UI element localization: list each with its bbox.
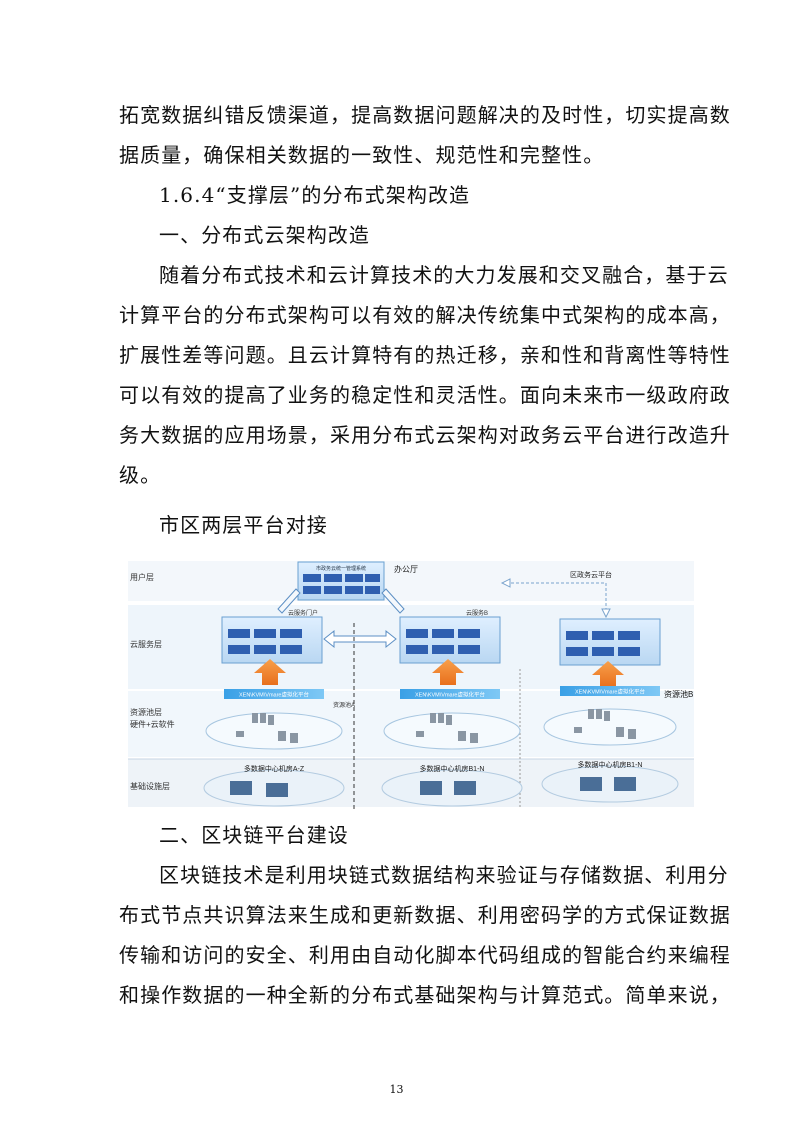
- datacenter-b: 多数据中心机房B1-N: [381, 764, 523, 807]
- pool-label: 资源池A: [333, 701, 355, 709]
- cloud-service-box-a: [221, 616, 323, 664]
- text-line: 级。: [119, 463, 162, 487]
- text-line: 扩展性差等问题。且云计算特有的热迁移，亲和性和背离性等特性: [119, 343, 731, 367]
- virt-label: XEN\KVM\Vmare虚拟化平台: [239, 691, 309, 699]
- cloud-label: 云服务B: [466, 609, 488, 617]
- architecture-diagram: 用户层 云服务层 资源池层 硬件+云软件 基础设施层 市政务云统一管理系统 办公…: [128, 553, 694, 809]
- datacenter-label: 多数据中心机房B1-N: [420, 764, 485, 773]
- text-line: 布式节点共识算法来生成和更新数据、利用密码学的方式保证数据: [119, 903, 731, 927]
- text-line: 随着分布式技术和云计算技术的大力发展和交叉融合，基于云: [159, 263, 729, 287]
- cloud-service-box-b: [399, 616, 501, 664]
- pool-label: 资源池B: [664, 689, 693, 699]
- layer-label: 云服务层: [130, 639, 162, 649]
- figure-caption: 市区两层平台对接: [159, 513, 328, 537]
- layer-label: 用户层: [130, 572, 154, 582]
- text-line: 传输和访问的安全、利用由自动化脚本代码组成的智能合约来编程: [119, 943, 731, 967]
- text-line: 计算平台的分布式架构可以有效的解决传统集中式架构的成本高，: [119, 303, 731, 327]
- datacenter-label: 多数据中心机房A-Z: [244, 764, 305, 773]
- text-line: 可以有效的提高了业务的稳定性和灵活性。面向未来市一级政府政: [119, 383, 731, 407]
- top-title: 市政务云统一管理系统: [316, 565, 366, 572]
- layer-label: 硬件+云软件: [130, 719, 175, 729]
- subsection-heading: 二、区块链平台建设: [159, 823, 349, 847]
- page-number: 13: [389, 1083, 404, 1096]
- architecture-diagram-svg: 用户层 云服务层 资源池层 硬件+云软件 基础设施层 市政务云统一管理系统 办公…: [128, 553, 694, 809]
- district-platform-label: 区政务云平台: [570, 570, 612, 579]
- band-user: [128, 561, 694, 601]
- text-line: 区块链技术是利用块链式数据结构来验证与存储数据、利用分: [159, 863, 729, 887]
- double-arrow: [323, 629, 397, 649]
- layer-label: 基础设施层: [130, 781, 170, 791]
- cloud-label: 云服务门户: [288, 609, 318, 617]
- text-line: 据质量，确保相关数据的一致性、规范性和完整性。: [119, 143, 605, 167]
- datacenter-a: 多数据中心机房A-Z: [203, 764, 345, 807]
- text-line: 务大数据的应用场景，采用分布式云架构对政务云平台进行改造升: [119, 423, 731, 447]
- office-label: 办公厅: [394, 564, 418, 574]
- virt-label: XEN\KVM\Vmare虚拟化平台: [575, 688, 645, 696]
- datacenter-c: 多数据中心机房B1-N: [541, 760, 679, 803]
- layer-label: 资源池层: [130, 707, 162, 717]
- top-management-box: 市政务云统一管理系统: [297, 561, 385, 601]
- virt-label: XEN\KVM\Vmare虚拟化平台: [415, 691, 485, 699]
- datacenter-label: 多数据中心机房B1-N: [578, 760, 643, 769]
- text-line: 和操作数据的一种全新的分布式基础架构与计算范式。简单来说，: [119, 983, 731, 1007]
- section-heading: 1.6.4“支撑层”的分布式架构改造: [159, 183, 471, 207]
- text-line: 拓宽数据纠错反馈渠道，提高数据问题解决的及时性，切实提高数: [119, 103, 731, 127]
- subsection-heading: 一、分布式云架构改造: [159, 223, 370, 247]
- cloud-service-box-c: [559, 618, 661, 666]
